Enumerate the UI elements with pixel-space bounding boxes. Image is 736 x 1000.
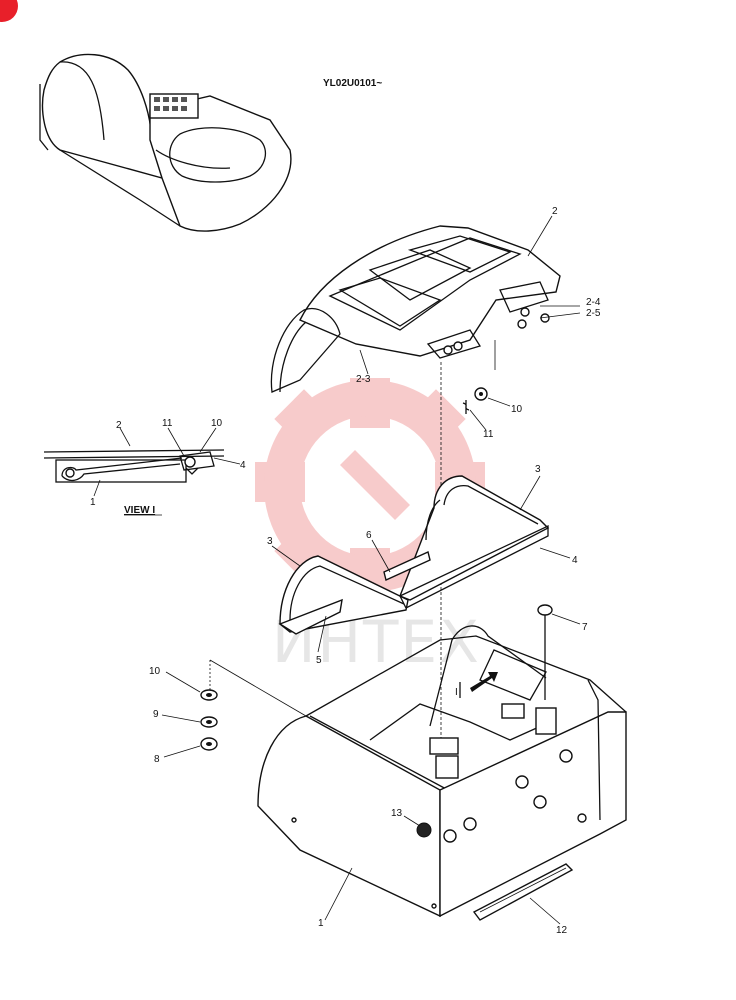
seat-cushion-part-2	[270, 225, 561, 393]
washer-part-10-lower	[200, 689, 218, 701]
callout-4: 4	[572, 555, 578, 566]
view-i-detail	[43, 449, 225, 483]
view-arrow-i	[459, 672, 498, 698]
callout-10-upper: 10	[511, 404, 523, 415]
view-callout-1: 1	[90, 497, 96, 508]
washer-part-9	[200, 716, 218, 728]
callout-6: 6	[366, 530, 372, 541]
corner-mark	[0, 0, 18, 22]
callout-labels: 2 2-4 2-5 2-3 10 11 3 4 6 3 5 7 10 9 8 1…	[90, 206, 601, 936]
nut-part-8	[200, 737, 218, 751]
callout-9: 9	[153, 709, 159, 720]
seat-base-part-1	[257, 625, 627, 918]
callout-3-left: 3	[267, 536, 273, 547]
callout-2: 2	[552, 206, 558, 217]
mat-part-12	[472, 863, 574, 921]
callout-13: 13	[391, 808, 403, 819]
arrow-callout-i: I	[455, 687, 458, 698]
callout-8: 8	[154, 754, 160, 765]
view-callout-11: 11	[162, 418, 173, 429]
pin-part-11-upper	[462, 400, 470, 414]
view-callout-2: 2	[116, 420, 122, 431]
seat-frame-assembly	[278, 475, 550, 635]
callout-11-upper: 11	[483, 429, 494, 440]
callout-2-4: 2-4	[586, 297, 601, 308]
callout-12: 12	[556, 925, 568, 936]
callout-2-5: 2-5	[586, 308, 601, 319]
view-i-label: VIEW I	[124, 505, 155, 516]
bolt-part-7	[537, 604, 553, 700]
watermark-logo	[255, 378, 485, 598]
callout-7: 7	[582, 622, 588, 633]
callout-1-main: 1	[318, 918, 324, 929]
overview-seat-illustration	[39, 53, 292, 232]
view-callout-4: 4	[240, 460, 246, 471]
callout-3-right: 3	[535, 464, 541, 475]
callout-2-3: 2-3	[356, 374, 371, 385]
callout-5: 5	[316, 655, 322, 666]
view-callout-10: 10	[211, 418, 223, 429]
callout-10-lower: 10	[149, 666, 161, 677]
leader-lines	[93, 215, 581, 925]
serial-label: YL02U0101~	[323, 78, 382, 89]
